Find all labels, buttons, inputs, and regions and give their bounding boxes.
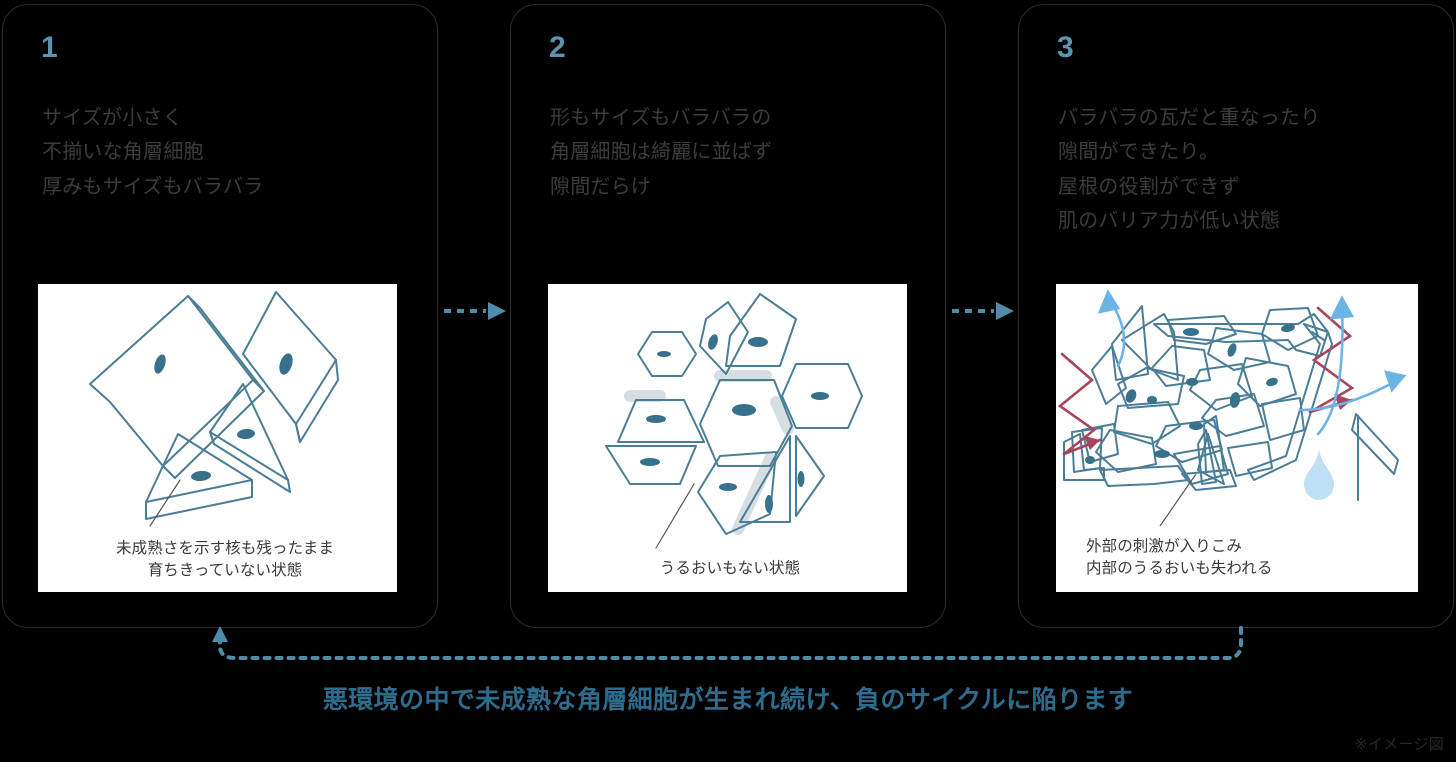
step-number-3: 3 [1057,31,1075,64]
step-description-1: サイズが小さく 不揃いな角層細胞 厚みもサイズもバラバラ [42,107,264,198]
image-disclaimer-note: ※イメージ図 [1354,736,1444,753]
panel-caption-1: 未成熟さを示す核も残ったまま 育ちきっていない状態 [116,540,334,580]
illustration-panel-2 [548,284,907,592]
step-description-3: バラバラの瓦だと重なったり 隙間ができたり。 屋根の役割ができず 肌のバリア力が… [1058,107,1321,233]
cycle-caption: 悪環境の中で未成熟な角層細胞が生まれ続け、負のサイクルに陥ります [322,686,1134,714]
step-number-1: 1 [41,31,59,64]
step-number-2: 2 [549,31,567,64]
illustration-panel-1 [38,284,397,592]
connector-arrow-2-to-3 [946,297,1018,325]
panel-caption-2: うるおいもない状態 [659,560,801,577]
panel-caption-3: 外部の刺激が入りこみ 内部のうるおいも失われる [1086,538,1273,578]
connector-arrow-1-to-2 [438,297,510,325]
illustration-panel-3 [1056,284,1418,592]
cycle-loop-arrow [200,626,1256,672]
step-description-2: 形もサイズもバラバラの 角層細胞は綺麗に並ばず 隙間だらけ [550,107,773,198]
